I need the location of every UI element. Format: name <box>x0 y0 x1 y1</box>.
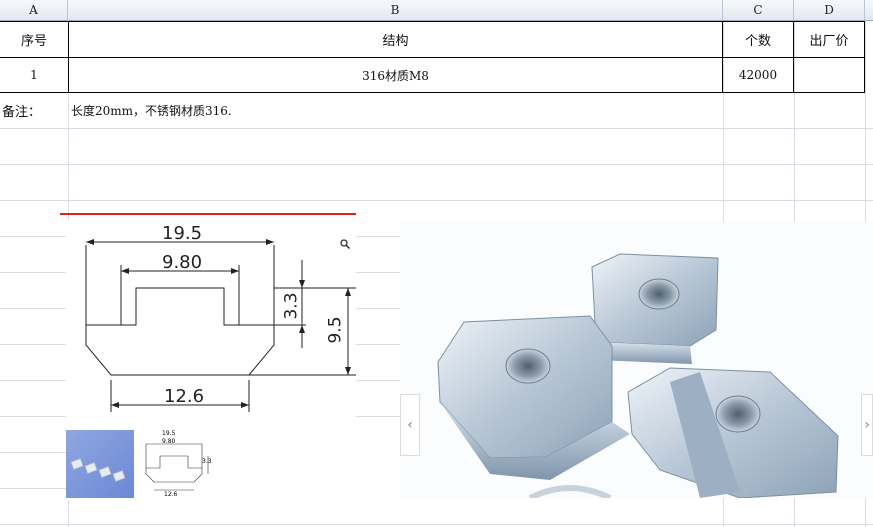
thumb-dim-inner: 9.80 <box>162 438 176 445</box>
grid-hline <box>0 164 873 165</box>
grid-hline <box>0 524 873 525</box>
column-header-c[interactable]: C <box>723 0 794 21</box>
cell-remark-text[interactable]: 长度20mm，不锈钢材质316. <box>71 104 232 118</box>
technical-drawing-image[interactable]: 19.5 9.80 3.3 9.5 12.6 <box>66 220 356 420</box>
dimension-label-height: 9.5 <box>325 316 346 344</box>
cell-header-structure[interactable]: 结构 <box>382 34 409 49</box>
column-header-a[interactable]: A <box>0 0 68 21</box>
thumb-dim-top: 19.5 <box>162 430 176 437</box>
grid-hline <box>0 128 873 129</box>
cell-row1-count[interactable]: 42000 <box>738 68 778 82</box>
cell-header-price[interactable]: 出厂价 <box>809 34 849 49</box>
column-header-d[interactable]: D <box>794 0 865 21</box>
cell-remark-label[interactable]: 备注： <box>2 105 42 120</box>
thumb-dim-bottom: 12.6 <box>164 491 178 498</box>
red-separator-line <box>60 213 356 215</box>
thumbnail-photo[interactable] <box>66 430 134 498</box>
dimension-label-inner: 9.80 <box>162 252 203 273</box>
thumbnail-drawing[interactable]: 19.5 9.80 3.3 12.6 <box>136 430 216 498</box>
table-border <box>68 21 69 93</box>
gallery-next-button[interactable]: › <box>861 394 873 456</box>
cell-row1-structure[interactable]: 316材质M8 <box>362 68 429 83</box>
cell-row1-price[interactable] <box>794 58 864 92</box>
cell-header-seq[interactable]: 序号 <box>20 34 47 49</box>
table-border <box>0 21 865 22</box>
search-icon[interactable] <box>340 234 351 250</box>
column-header-b[interactable]: B <box>68 0 723 21</box>
column-header-e[interactable] <box>865 0 873 21</box>
drawing-svg <box>85 239 356 412</box>
product-photo[interactable] <box>400 222 873 501</box>
thumbnail-strip: 19.5 9.80 3.3 12.6 <box>66 420 400 500</box>
dimension-label-top: 19.5 <box>162 223 203 244</box>
grid-hline <box>0 200 873 201</box>
thumb-dim-step: 3.3 <box>202 458 212 465</box>
table-border <box>0 92 865 93</box>
dimension-label-step: 3.3 <box>281 292 302 320</box>
cell-row1-seq[interactable]: 1 <box>30 68 38 82</box>
table-border <box>793 21 794 93</box>
gallery-prev-button[interactable]: ‹ <box>400 394 420 456</box>
table-border <box>864 21 865 93</box>
table-border <box>722 21 723 93</box>
t-nut-photo-svg <box>437 253 839 501</box>
column-header-bar: A B C D <box>0 0 873 21</box>
table-border <box>0 57 865 58</box>
cell-header-count[interactable]: 个数 <box>744 34 771 49</box>
dimension-label-bottom: 12.6 <box>164 386 205 407</box>
